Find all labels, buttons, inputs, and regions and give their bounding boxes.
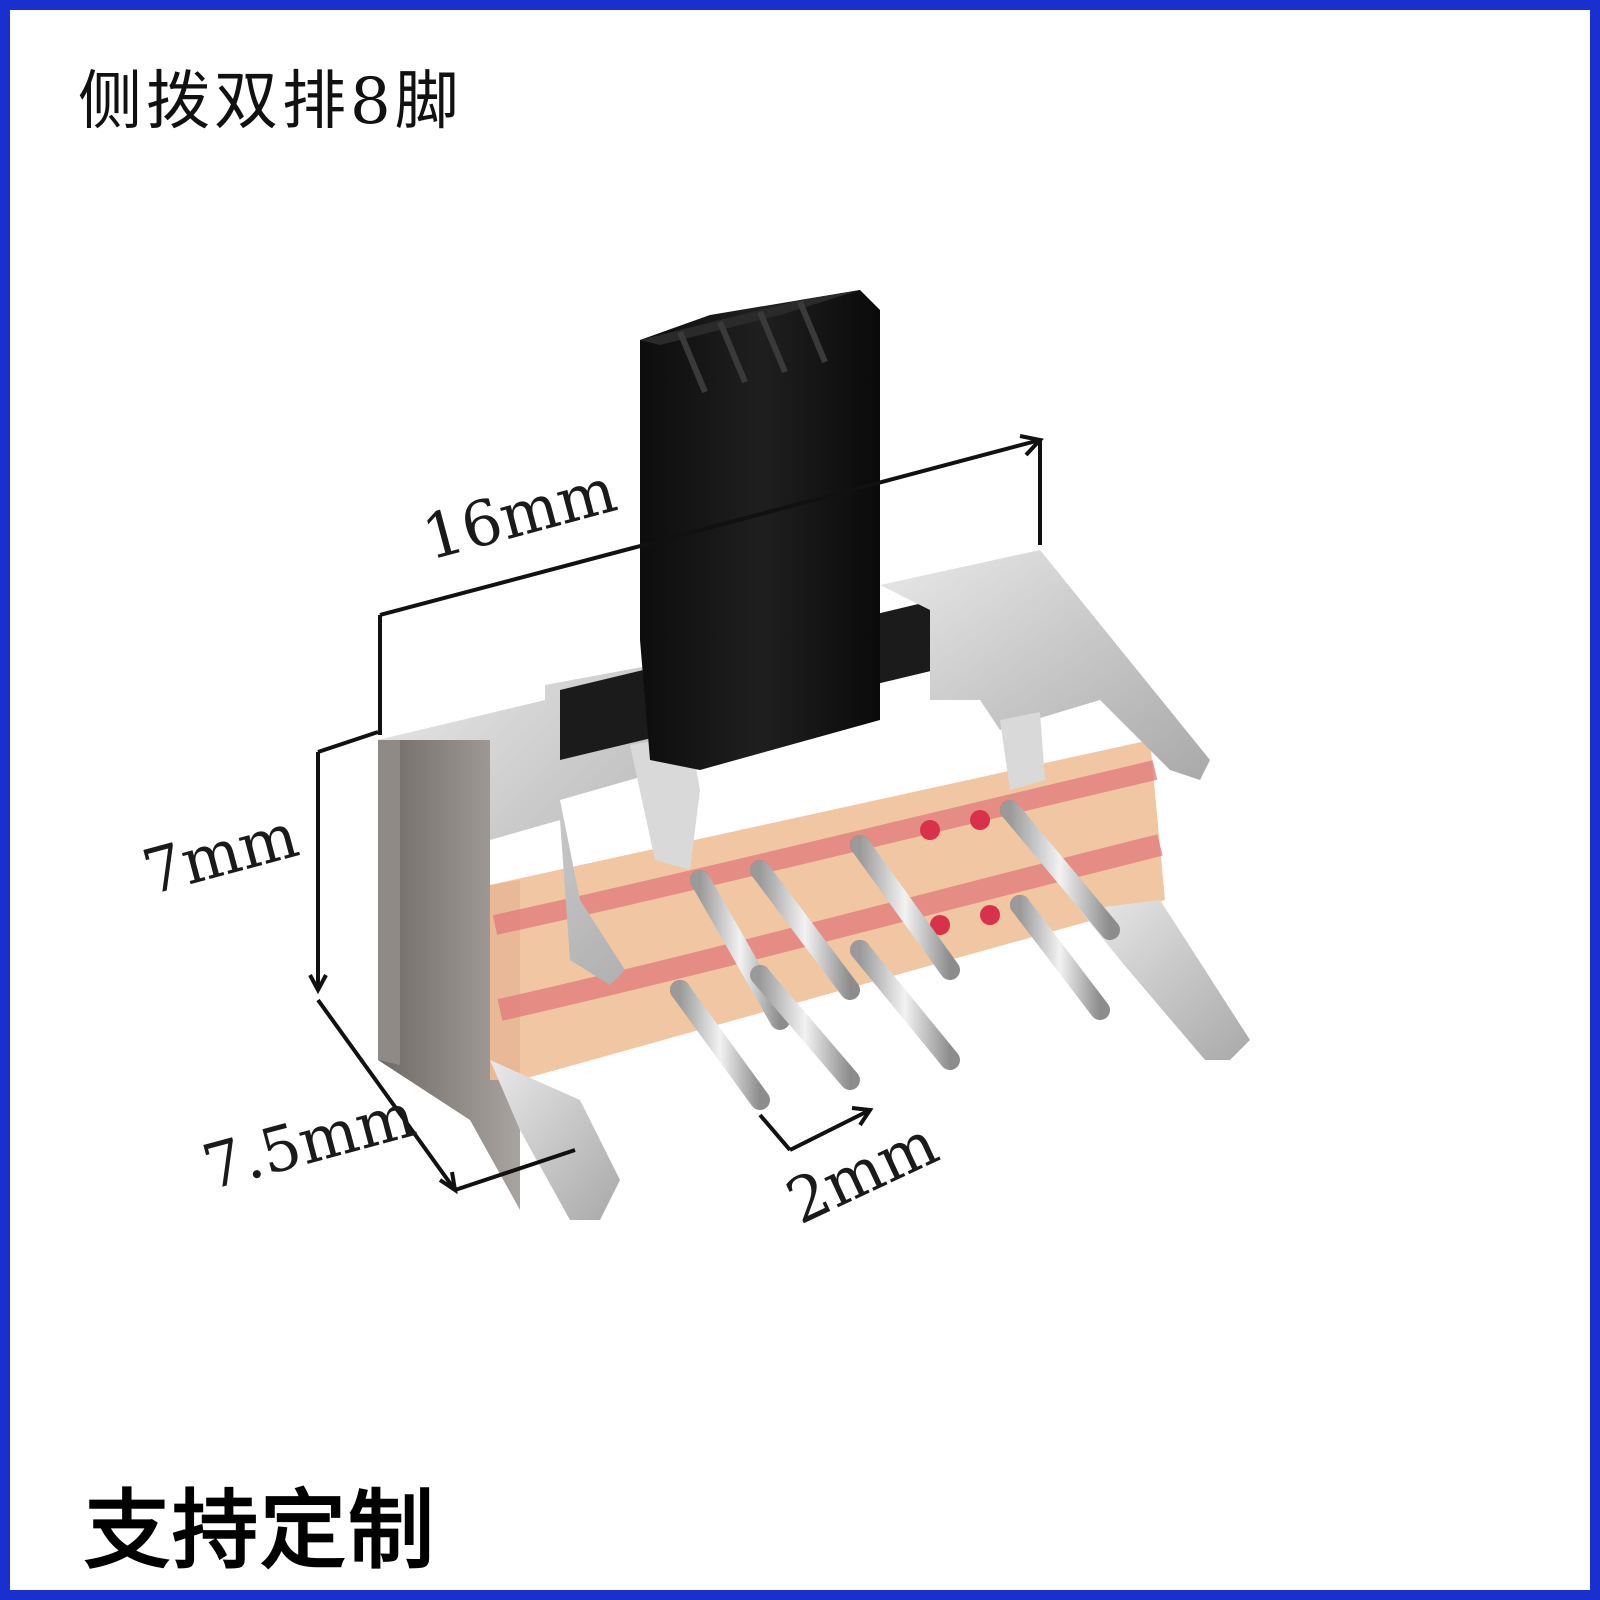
mounting-leg-right: [1080, 900, 1250, 1060]
depth-dimension-label: 7.5mm: [195, 1078, 423, 1204]
width-dimension-label: 16mm: [415, 453, 624, 574]
pitch-dimension-label: 2mm: [775, 1106, 948, 1239]
customization-note: 支持定制: [84, 1481, 436, 1581]
switch-pins: [670, 800, 1120, 1110]
dimension-lines: [308, 434, 1044, 1195]
mounting-leg-left: [490, 1060, 620, 1220]
metal-side-panel: [378, 735, 520, 1210]
product-title: 侧拨双排8脚: [78, 65, 463, 139]
slide-actuator-knob: [640, 290, 880, 770]
height-dimension-label: 7mm: [135, 798, 306, 909]
